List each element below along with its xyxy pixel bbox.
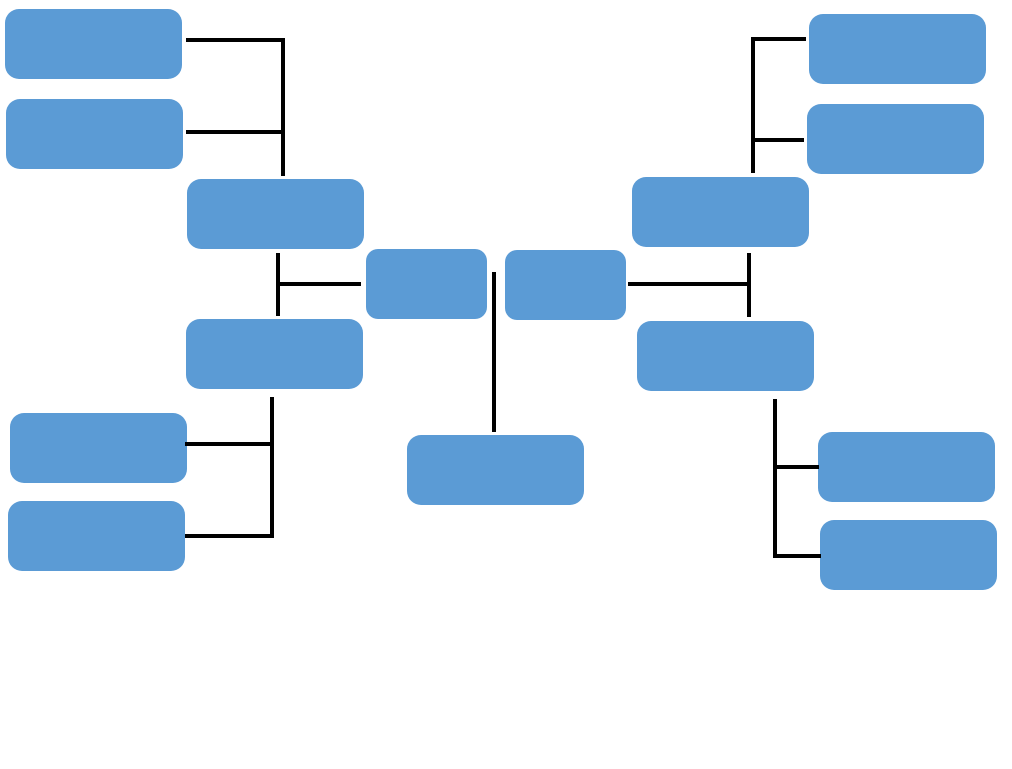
right-round1-slot4 bbox=[820, 520, 997, 590]
left-round1-slot3 bbox=[10, 413, 187, 483]
connector-right-top bbox=[751, 37, 806, 173]
left-round1-slot4 bbox=[8, 501, 185, 571]
left-round1-slot2 bbox=[6, 99, 183, 169]
connector-left-center bbox=[276, 253, 361, 316]
left-semifinal-slot2 bbox=[186, 319, 363, 389]
right-final-slot bbox=[505, 250, 626, 320]
right-round1-slot1 bbox=[809, 14, 986, 84]
left-round1-slot1 bbox=[5, 9, 182, 79]
right-semifinal-slot2 bbox=[637, 321, 814, 391]
right-semifinal-slot1 bbox=[632, 177, 809, 247]
connector-right-center bbox=[628, 253, 751, 317]
left-semifinal-slot1 bbox=[187, 179, 364, 249]
connector-left-bottom bbox=[185, 397, 274, 538]
right-round1-slot3 bbox=[818, 432, 995, 502]
connector-right-bottom bbox=[773, 399, 821, 558]
left-final-slot bbox=[366, 249, 487, 319]
right-round1-slot2 bbox=[807, 104, 984, 174]
champion-slot bbox=[407, 435, 584, 505]
connector-left-top bbox=[186, 38, 285, 176]
